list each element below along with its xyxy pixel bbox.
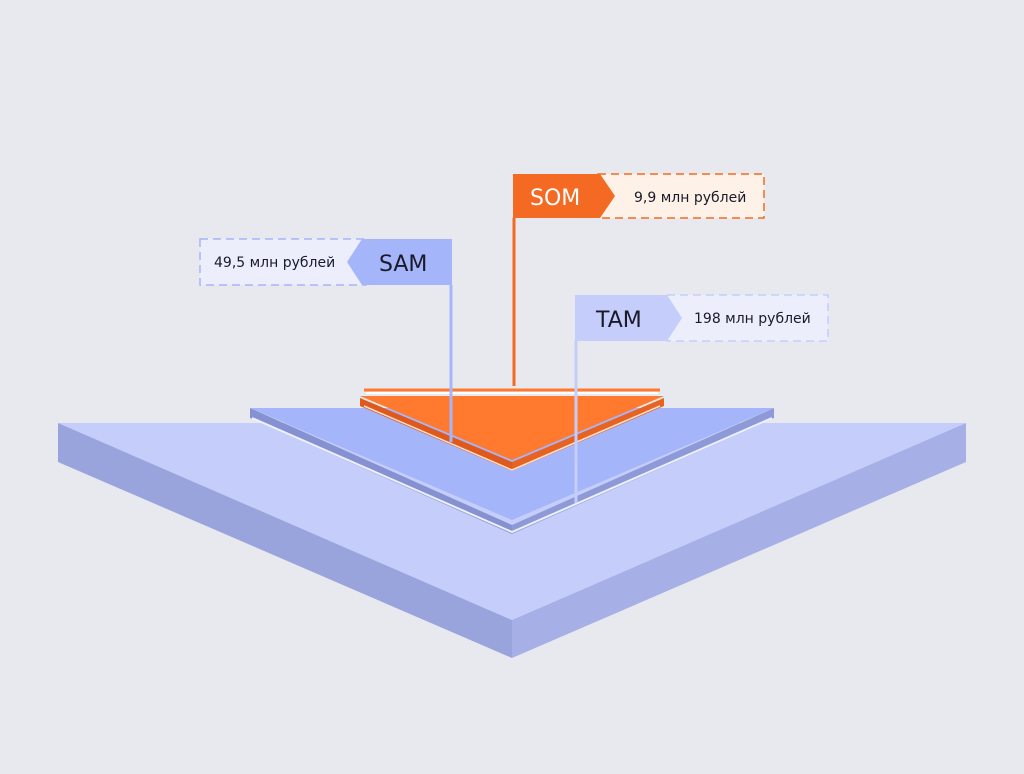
sam-label-box (347, 239, 452, 285)
som-layer (360, 388, 664, 471)
som-plate-top (360, 396, 664, 460)
tam-layer (58, 423, 966, 658)
som-label: SOM (530, 186, 580, 211)
sam-label: SAM (379, 252, 427, 277)
tam-value: 198 млн рублей (694, 311, 811, 327)
som-label-box (513, 174, 615, 218)
sam-value: 49,5 млн рублей (214, 255, 335, 271)
tam-flag: TAM 198 млн рублей (575, 294, 829, 342)
tam-plate-side (58, 423, 512, 658)
som-value: 9,9 млн рублей (634, 190, 746, 206)
tam-label-box (575, 295, 682, 341)
som-plate-side (360, 398, 512, 471)
tam-plate-top (58, 423, 966, 620)
tam-label: TAM (595, 308, 642, 333)
som-flag: SOM 9,9 млн рублей (513, 173, 765, 219)
som-plate-side-right (512, 398, 664, 471)
som-plate-edge-highlight (363, 405, 661, 471)
tam-plate-side-right (512, 423, 966, 658)
sam-flag: SAM 49,5 млн рублей (199, 238, 452, 286)
sam-plate-edge-highlight (251, 417, 773, 534)
som-value-box (597, 173, 765, 219)
